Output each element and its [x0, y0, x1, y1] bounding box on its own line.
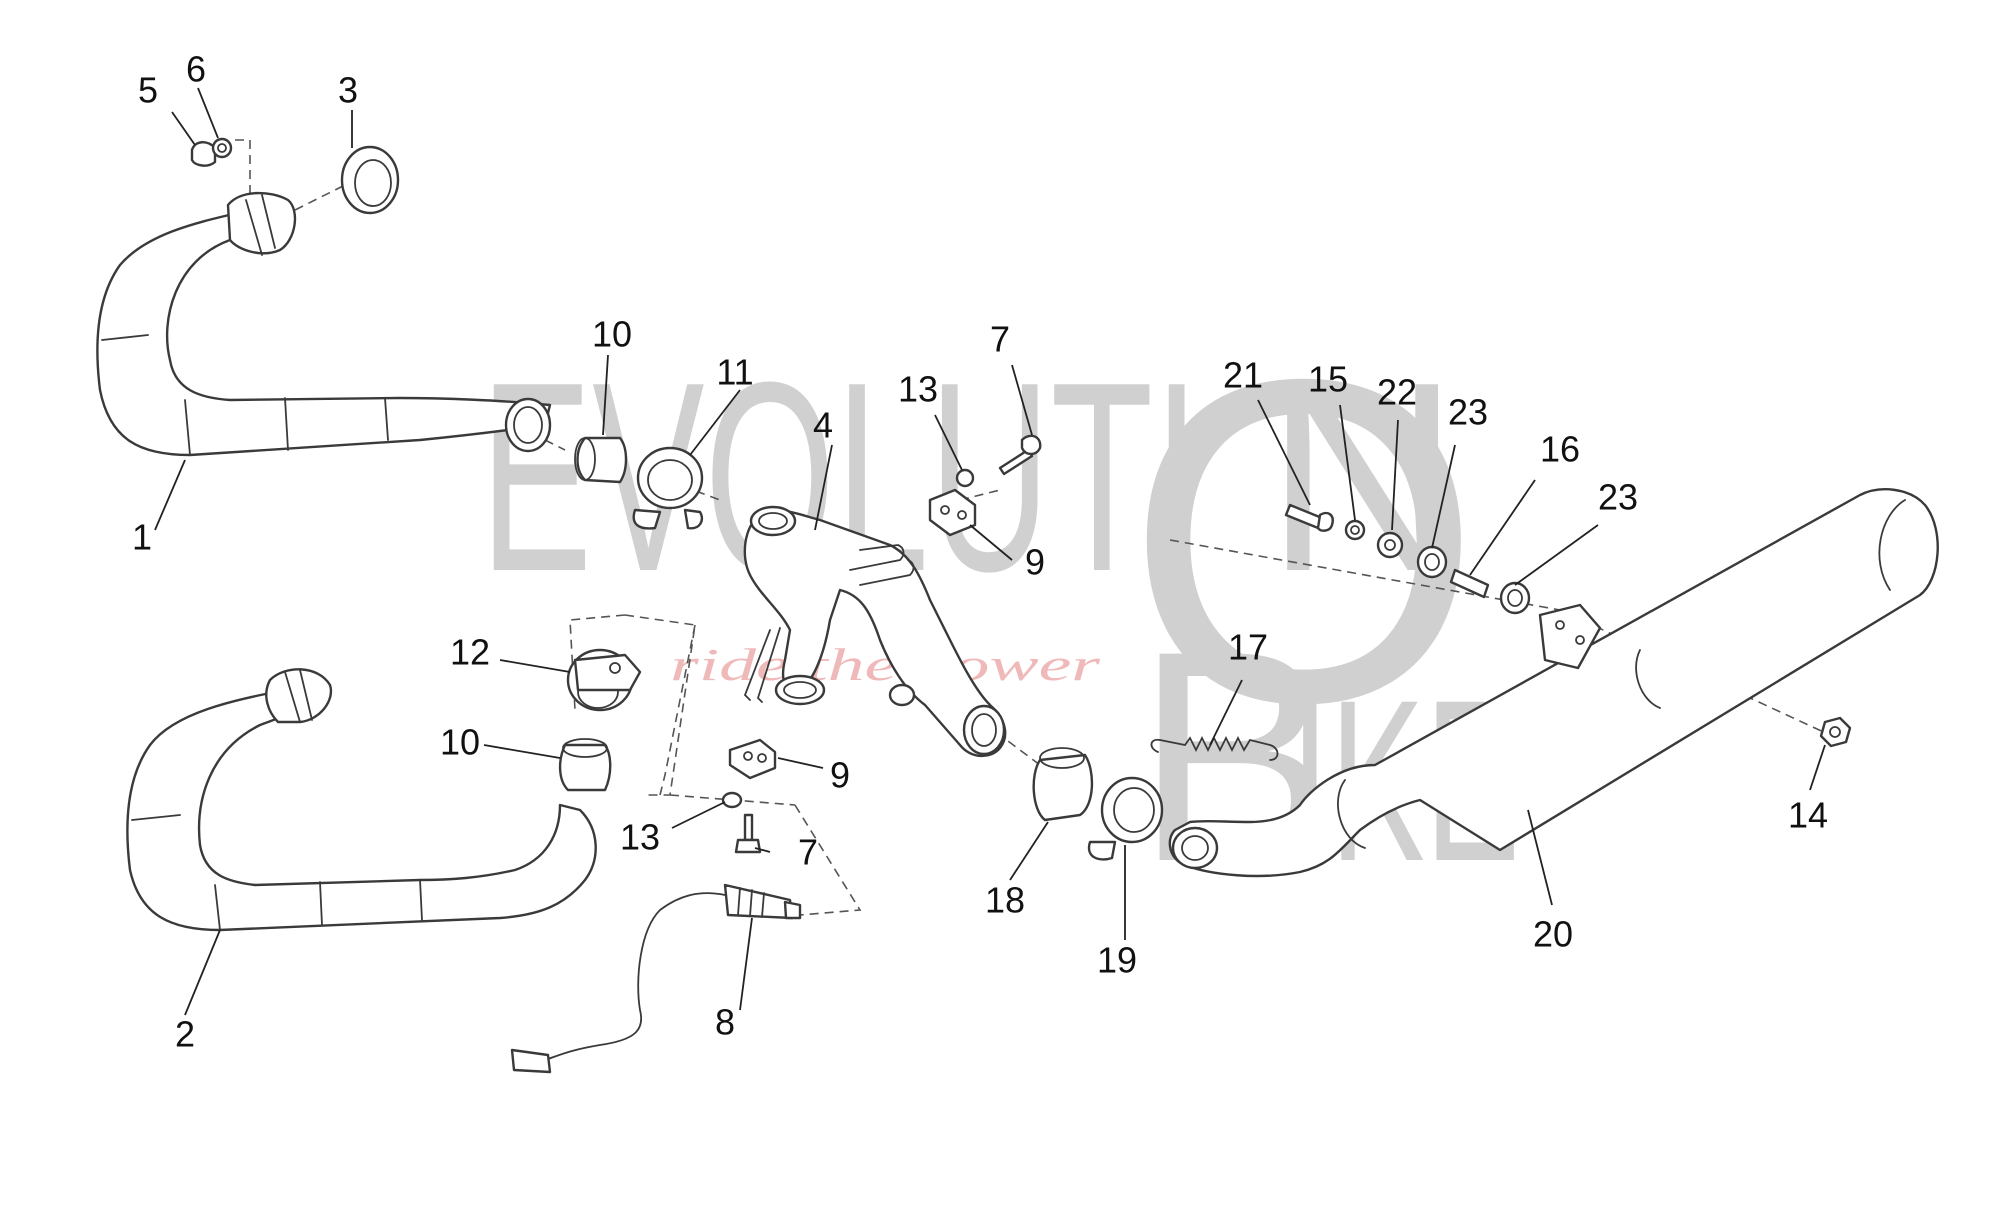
- mount-bracket-upper: [928, 434, 1042, 537]
- callout-17: 17: [1228, 627, 1268, 668]
- guide-bolt-5: [235, 139, 251, 205]
- sleeve-lower: [558, 738, 612, 792]
- lambda-sensor: [510, 883, 802, 1074]
- leader-lines: [154, 87, 1826, 1016]
- clamp-upper: [632, 446, 704, 530]
- mount-bracket-lower: [721, 738, 777, 854]
- callout-23-upper: 23: [1448, 392, 1488, 433]
- callout-2: 2: [175, 1014, 195, 1055]
- callout-4: 4: [813, 405, 833, 446]
- header-pipe-2: [126, 668, 597, 932]
- callout-9-lower: 9: [830, 755, 850, 796]
- guide-bracket-12: [569, 614, 696, 796]
- nut: [1819, 716, 1852, 748]
- callout-6: 6: [186, 49, 206, 90]
- tension-spring: [1150, 735, 1279, 761]
- callout-16: 16: [1540, 429, 1580, 470]
- watermark-letter-n: N: [1265, 327, 1460, 628]
- gasket: [340, 145, 400, 215]
- watermark-letter-o: O: [1125, 285, 1483, 798]
- callout-3: 3: [338, 70, 358, 111]
- guide-sensor-8: [794, 804, 862, 916]
- callout-labels: 1 2 3 4 5 6 7 7 8 9 9 10 10 11 12 13 13 …: [132, 49, 1828, 1055]
- callout-1: 1: [132, 517, 152, 558]
- clamp-muffler: [1087, 776, 1164, 861]
- mount-hardware: [1284, 503, 1531, 615]
- callout-9-upper: 9: [1025, 542, 1045, 583]
- callout-13-upper: 13: [898, 369, 938, 410]
- callout-22: 22: [1377, 372, 1417, 413]
- callout-13-lower: 13: [620, 817, 660, 858]
- callout-18: 18: [985, 880, 1025, 921]
- sleeve-muffler: [1032, 747, 1094, 822]
- guide-gasket-3: [294, 184, 346, 211]
- callout-8: 8: [715, 1002, 735, 1043]
- sleeve-upper: [574, 436, 628, 484]
- callout-10-lower: 10: [440, 722, 480, 763]
- bracket-clamp: [566, 648, 642, 712]
- guide-bracket-edge: [659, 624, 696, 796]
- muffler: [1168, 488, 1939, 878]
- bolt-and-washer: [190, 137, 233, 167]
- callout-5: 5: [138, 70, 158, 111]
- callout-19: 19: [1097, 940, 1137, 981]
- callout-10-upper: 10: [592, 314, 632, 355]
- header-pipe-1: [96, 191, 552, 457]
- callout-21: 21: [1223, 355, 1263, 396]
- callout-15: 15: [1308, 359, 1348, 400]
- y-pipe-collector: [743, 505, 1007, 758]
- callout-23-lower: 23: [1598, 477, 1638, 518]
- callout-7-lower: 7: [798, 832, 818, 873]
- callout-11: 11: [716, 352, 753, 393]
- callout-20: 20: [1533, 914, 1573, 955]
- callout-7-upper: 7: [990, 319, 1010, 360]
- callout-14: 14: [1788, 795, 1828, 836]
- callout-12: 12: [450, 632, 490, 673]
